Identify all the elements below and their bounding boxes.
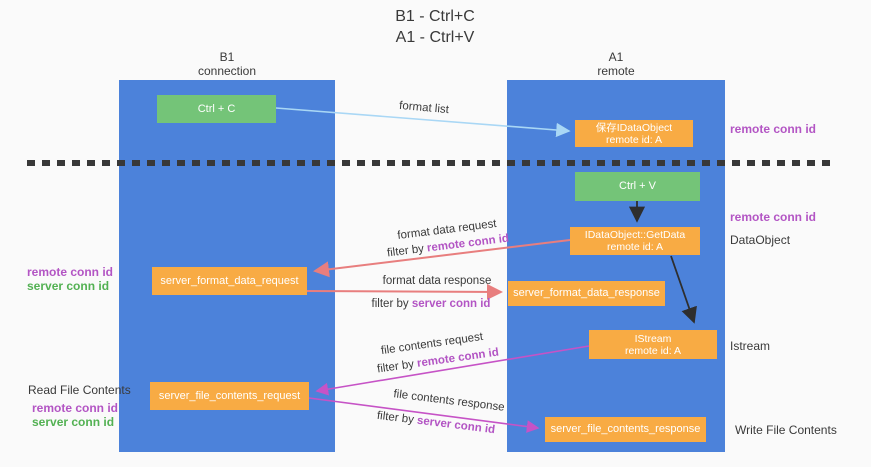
- file-contents-response-filter-label: filter by server conn id: [376, 409, 496, 437]
- title-line-1: B1 - Ctrl+C: [395, 8, 475, 25]
- istream-annotation: Istream: [730, 339, 771, 353]
- lane-header-b1: B1 connection: [198, 50, 256, 78]
- lane-b1-role: connection: [197, 64, 257, 78]
- format-data-response-filter-label: filter by server conn id: [371, 298, 491, 310]
- istream-line2: remote id: A: [624, 344, 682, 357]
- write-file-contents-annotation: Write File Contents: [735, 423, 837, 437]
- ctrl-v-node: Ctrl + V: [575, 172, 700, 201]
- format-list-label: format list: [398, 99, 450, 117]
- server-file-contents-response-label: server_file_contents_response: [550, 423, 701, 435]
- ctrl-c-node: Ctrl + C: [157, 95, 276, 123]
- server-file-contents-request-node: server_file_contents_request: [150, 382, 309, 410]
- session-separator-line: [27, 160, 833, 166]
- dataobject-annotation: DataObject: [730, 233, 791, 247]
- diagram-title: B1 - Ctrl+C A1 - Ctrl+V: [395, 6, 475, 48]
- format-data-response-label: format data response: [382, 275, 492, 287]
- lane-a1-role: remote: [597, 64, 635, 78]
- file-contents-response-label: file contents response: [392, 388, 506, 414]
- getdata-line2: remote id: A: [606, 241, 664, 253]
- server-format-data-request-label: server_format_data_request: [160, 274, 299, 287]
- save-idataobject-line1: 保存IDataObject: [595, 121, 673, 134]
- ctrl-c-label: Ctrl + C: [197, 102, 236, 115]
- lane-a1-name: A1: [608, 50, 624, 64]
- idataobject-getdata-node: IDataObject::GetData remote id: A: [570, 227, 700, 255]
- istream-node: IStream remote id: A: [589, 330, 717, 359]
- istream-line1: IStream: [634, 332, 672, 345]
- format-data-response-arrow: [306, 283, 503, 300]
- server-file-contents-request-label: server_file_contents_request: [158, 389, 301, 402]
- server-conn-id-annotation-left: server conn id: [27, 279, 110, 293]
- lane-header-a1: A1 remote: [597, 50, 634, 78]
- server-file-contents-response-node: server_file_contents_response: [545, 417, 706, 442]
- remote-conn-id-annotation-bottom-left: remote conn id: [32, 401, 119, 415]
- server-format-data-request-node: server_format_data_request: [152, 267, 307, 295]
- remote-conn-id-annotation-top: remote conn id: [730, 122, 817, 136]
- server-conn-id-annotation-bottom-left: server conn id: [32, 415, 115, 429]
- read-file-contents-annotation: Read File Contents: [28, 383, 131, 397]
- save-idataobject-node: 保存IDataObject remote id: A: [575, 120, 693, 147]
- ctrl-v-label: Ctrl + V: [619, 180, 656, 192]
- server-format-data-response-node: server_format_data_response: [508, 281, 665, 306]
- getdata-line1: IDataObject::GetData: [584, 229, 686, 241]
- remote-conn-id-annotation-mid: remote conn id: [730, 210, 817, 224]
- save-idataobject-line2: remote id: A: [605, 133, 663, 146]
- lane-b1-name: B1: [219, 50, 235, 64]
- remote-conn-id-annotation-left: remote conn id: [27, 265, 114, 279]
- title-line-2: A1 - Ctrl+V: [395, 29, 475, 46]
- server-format-data-response-label: server_format_data_response: [513, 287, 660, 299]
